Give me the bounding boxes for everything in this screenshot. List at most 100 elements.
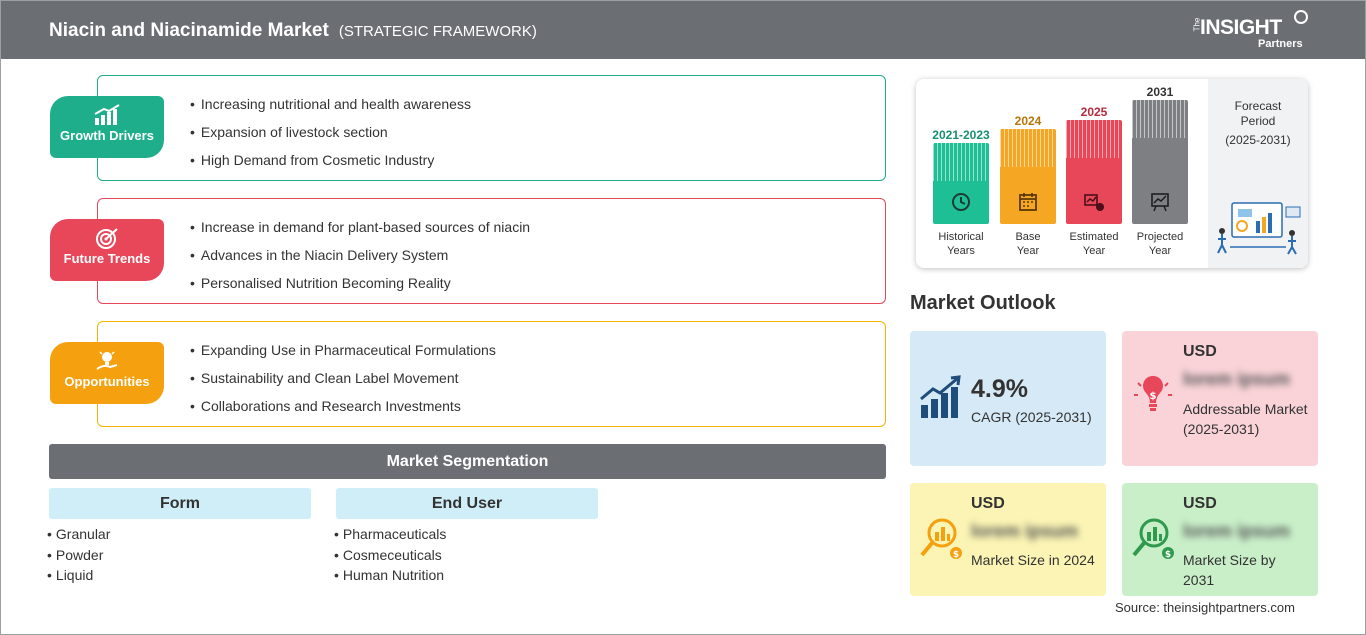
list-item: Expansion of livestock section (190, 124, 471, 152)
source-credit: Source: theinsightpartners.com (1115, 600, 1295, 615)
logo-ring-icon (1294, 10, 1308, 24)
estimated-label-line2: Year (1082, 245, 1106, 257)
opportunities-label: Opportunities (64, 374, 150, 389)
form-segment-list: Granular Powder Liquid (47, 526, 110, 588)
addressable-market-card: $ USD lorem ipsum Addressable Market (20… (1122, 331, 1318, 466)
estimated-label: Estimated Year (1059, 230, 1129, 258)
estimate-chart-icon (1084, 194, 1104, 211)
forecast-range: (2025-2031) (1225, 133, 1291, 147)
opportunities-list: Expanding Use in Pharmaceutical Formulat… (190, 342, 496, 426)
list-item: Pharmaceuticals (334, 526, 447, 547)
growth-chart-icon (920, 375, 961, 418)
svg-text:$: $ (1150, 391, 1157, 402)
page-title-text: Niacin and Niacinamide Market (49, 20, 329, 41)
estimated-label-line1: Estimated (1069, 231, 1119, 243)
historical-label: Historical Years (926, 230, 996, 258)
addressable-value: lorem ipsum (1183, 369, 1291, 389)
money-magnifier-icon: $ (1132, 518, 1174, 560)
logo-sub: Partners (1258, 38, 1303, 50)
list-item: Sustainability and Clean Label Movement (190, 370, 496, 398)
size-2024-currency: USD (971, 495, 1005, 512)
bar-chart-growth-icon (94, 104, 120, 125)
list-item: High Demand from Cosmetic Industry (190, 152, 471, 180)
opportunities-badge: Opportunities (50, 342, 164, 404)
bar-stripes (1066, 120, 1122, 158)
base-label: Base Year (993, 230, 1063, 258)
base-bar (1000, 129, 1056, 224)
logo-main: INSIGHT (1200, 16, 1282, 39)
money-magnifier-icon: $ (920, 518, 962, 560)
opportunities-box: Expanding Use in Pharmaceutical Formulat… (97, 321, 886, 427)
lightbulb-hand-icon (96, 350, 118, 370)
future-trends-box: Increase in demand for plant-based sourc… (97, 198, 886, 304)
size-2031-label: Market Size by 2031 (1183, 552, 1276, 588)
projection-board-icon (1151, 193, 1169, 212)
bar-stripes (1132, 100, 1188, 138)
svg-text:$: $ (953, 550, 959, 560)
growth-drivers-label: Growth Drivers (60, 128, 154, 143)
history-clock-icon (952, 193, 970, 211)
forecast-panel: Forecast Period (2025-2031) (1208, 79, 1308, 268)
projected-bar (1132, 100, 1188, 224)
list-item: Human Nutrition (334, 567, 446, 588)
historical-label-line2: Years (947, 245, 975, 257)
bar-stripes (933, 143, 989, 181)
page-subtitle: (STRATEGIC FRAMEWORK) (338, 23, 537, 40)
projected-label-line1: Projected (1136, 231, 1184, 243)
future-trends-list: Increase in demand for plant-based sourc… (190, 219, 530, 303)
svg-text:$: $ (1165, 550, 1171, 560)
segment-heading-end-user: End User (336, 488, 598, 519)
page-title: Niacin and Niacinamide Market (STRATEGIC … (49, 20, 537, 42)
insight-partners-logo: The INSIGHT Partners (1190, 10, 1310, 52)
projected-label-line2: Year (1148, 245, 1172, 257)
historical-label-line1: Historical (938, 231, 984, 243)
growth-drivers-box: Increasing nutritional and health awaren… (97, 75, 886, 181)
cagr-card: 4.9% CAGR (2025-2031) (910, 331, 1106, 466)
addressable-label: Addressable Market (2025-2031) (1183, 401, 1308, 437)
size-2024-label: Market Size in 2024 (971, 552, 1095, 568)
forecast-title: Forecast Period (1208, 99, 1308, 129)
list-item: Granular (47, 526, 110, 547)
target-icon (96, 228, 118, 249)
size-2031-value: lorem ipsum (1183, 521, 1291, 541)
money-lightbulb-icon: $ (1134, 375, 1172, 411)
growth-drivers-list: Increasing nutritional and health awaren… (190, 96, 471, 180)
forecast-title-line2: Period (1240, 114, 1276, 128)
base-label-line1: Base (1015, 231, 1041, 243)
addressable-currency: USD (1183, 343, 1217, 360)
cagr-label: CAGR (2025-2031) (971, 409, 1092, 425)
year-estimated: 2025 (1080, 105, 1108, 119)
timeline-card: 2021-2023 Historical Years 2024 Base Yea… (916, 79, 1308, 268)
forecast-title-line1: Forecast (1234, 99, 1282, 113)
header-bar: Niacin and Niacinamide Market (STRATEGIC … (0, 0, 1366, 59)
market-outlook-title: Market Outlook (910, 292, 1056, 314)
list-item: Powder (47, 547, 110, 568)
segment-heading-form: Form (49, 488, 311, 519)
estimated-bar (1066, 120, 1122, 224)
size-2024-value: lorem ipsum (971, 521, 1079, 541)
size-2031-currency: USD (1183, 495, 1217, 512)
list-item: Expanding Use in Pharmaceutical Formulat… (190, 342, 496, 370)
future-trends-badge: Future Trends (50, 219, 164, 281)
end-user-segment-list: Pharmaceuticals Cosmeceuticals Human Nut… (334, 526, 447, 588)
list-item: Liquid (47, 567, 110, 588)
base-label-line2: Year (1016, 245, 1040, 257)
year-base: 2024 (1014, 114, 1042, 128)
list-item: Cosmeceuticals (334, 547, 446, 568)
list-item: Increase in demand for plant-based sourc… (190, 219, 530, 247)
analytics-team-illustration-icon (1217, 202, 1301, 255)
market-size-2031-card: $ USD lorem ipsum Market Size by 2031 (1122, 483, 1318, 596)
growth-drivers-badge: Growth Drivers (50, 96, 164, 158)
future-trends-label: Future Trends (63, 251, 151, 266)
list-item: Increasing nutritional and health awaren… (190, 96, 471, 124)
historical-bar (933, 143, 989, 224)
cagr-value: 4.9% (971, 375, 1028, 403)
year-projected: 2031 (1146, 85, 1174, 99)
projected-label: Projected Year (1125, 230, 1195, 258)
year-historical: 2021-2023 (932, 128, 990, 142)
list-item: Personalised Nutrition Becoming Reality (190, 275, 530, 303)
list-item: Advances in the Niacin Delivery System (190, 247, 530, 275)
market-segmentation-bar: Market Segmentation (49, 444, 886, 479)
bar-stripes (1000, 129, 1056, 167)
list-item: Collaborations and Research Investments (190, 398, 496, 426)
